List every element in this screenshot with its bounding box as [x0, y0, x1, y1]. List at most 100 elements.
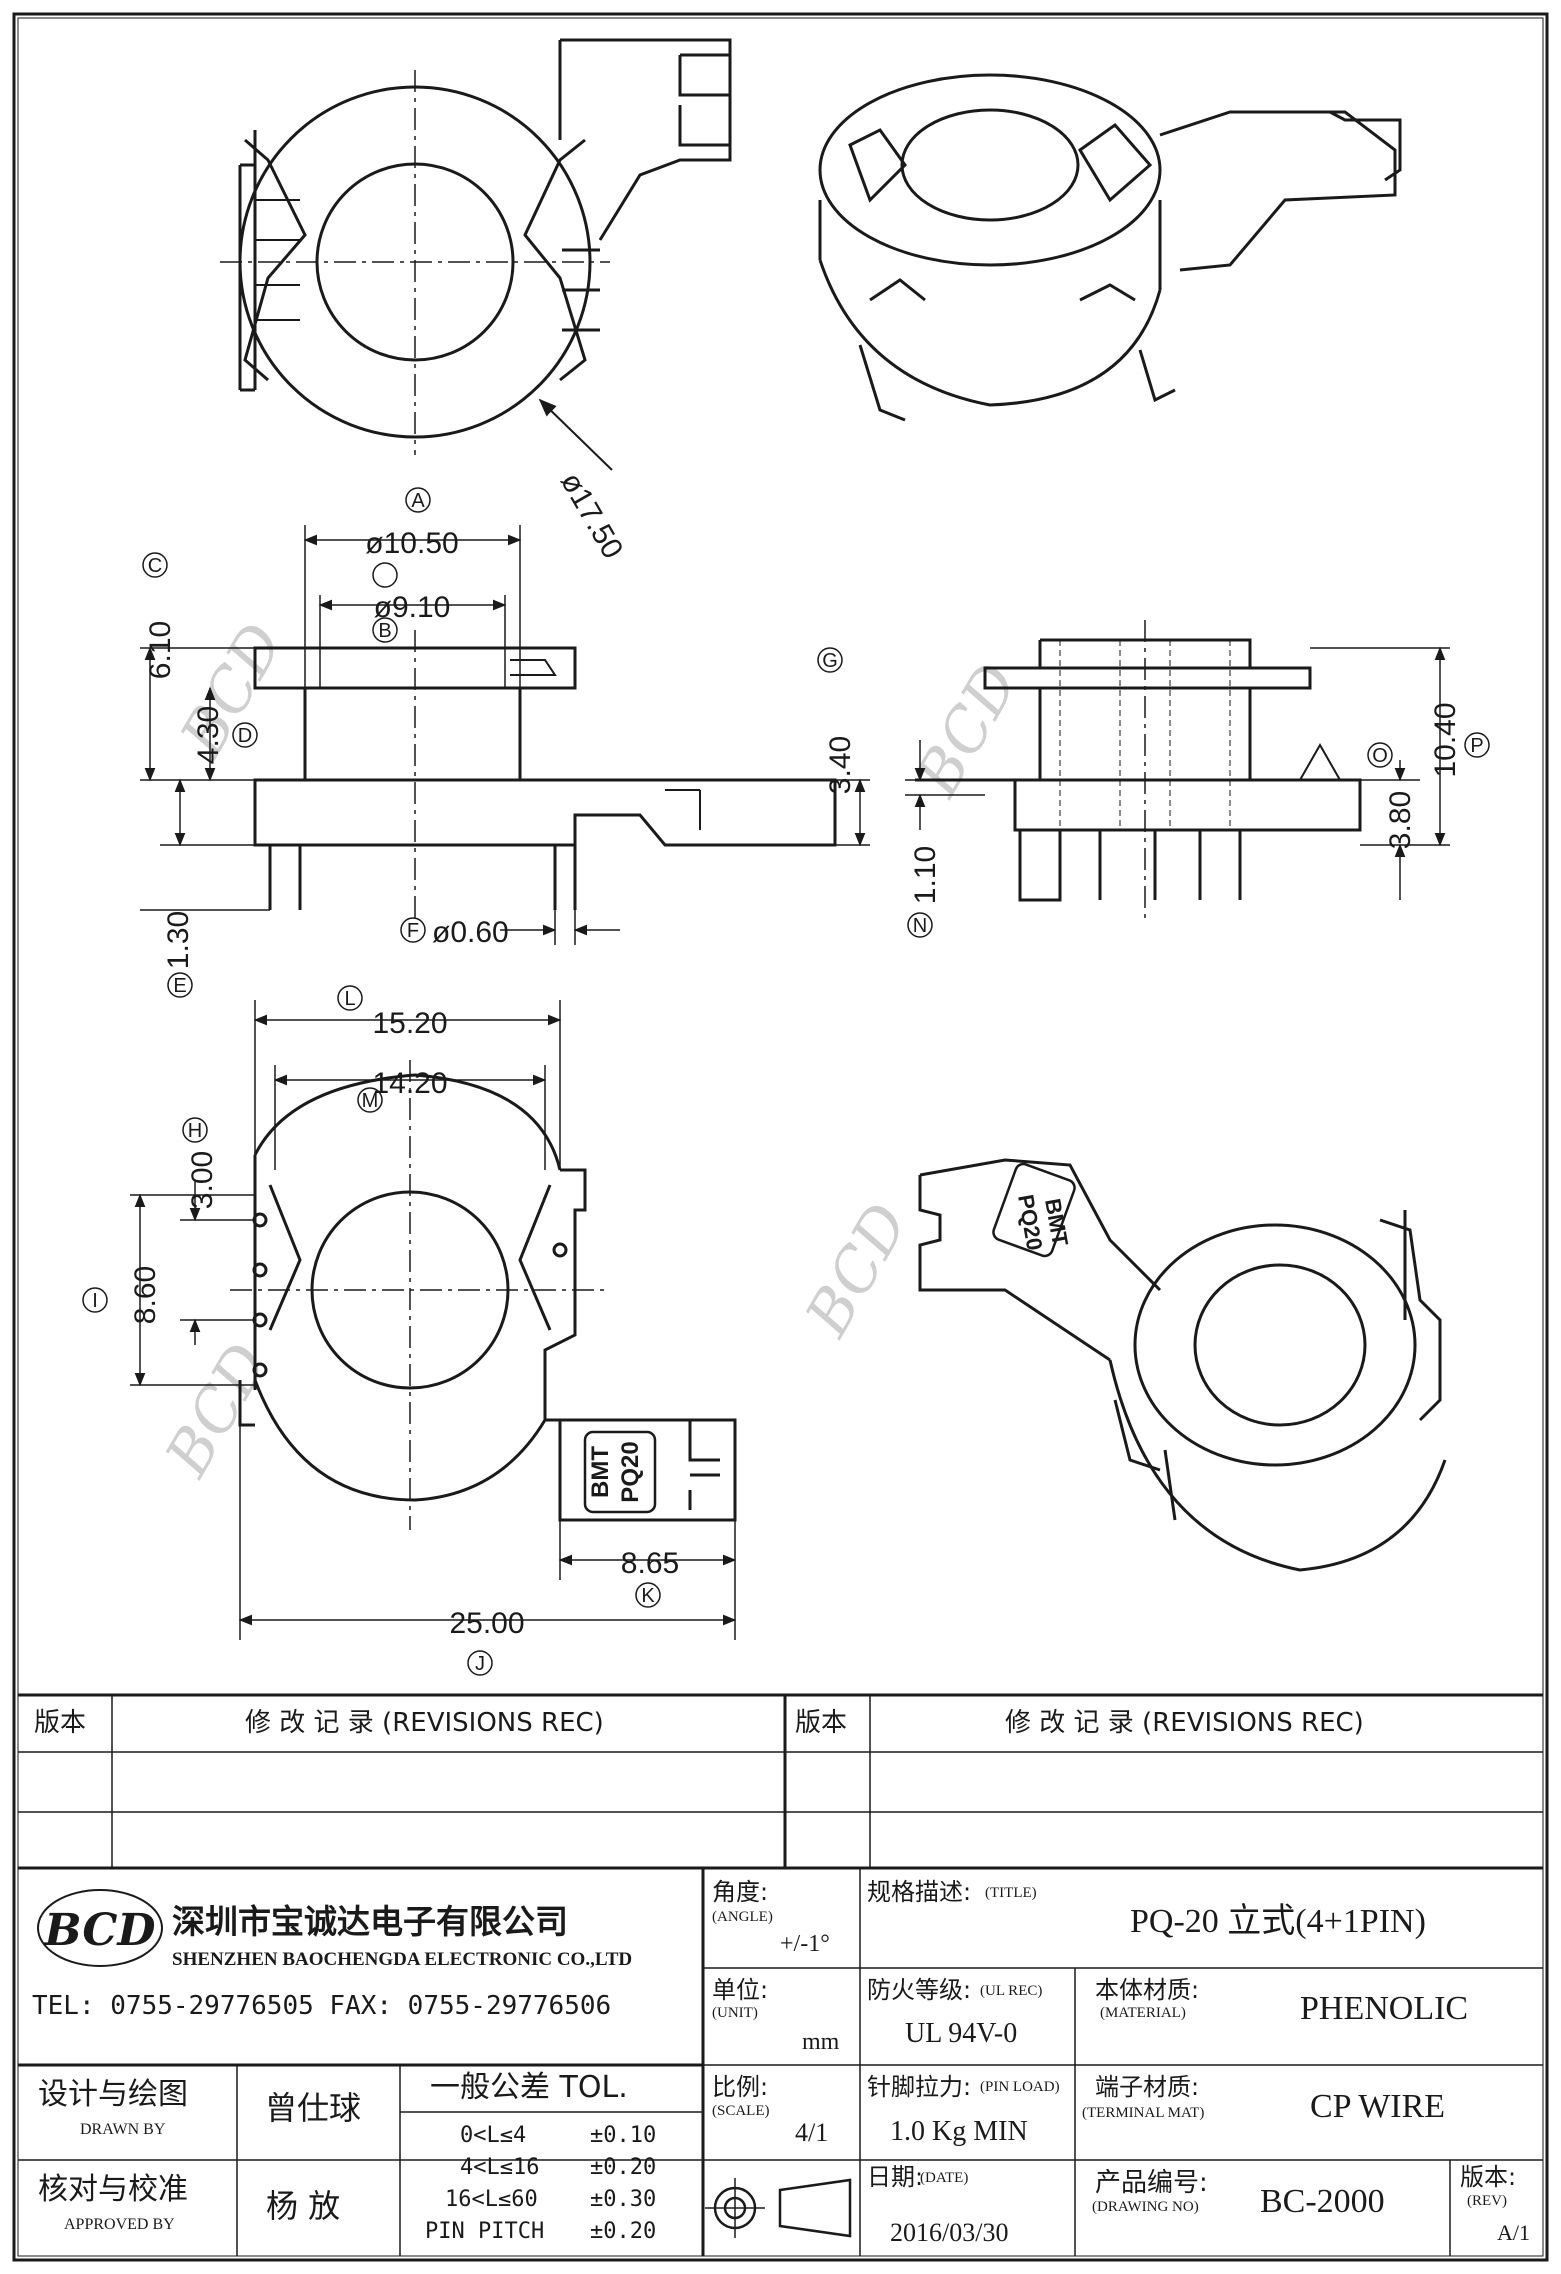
dim-leader-17-50 — [538, 398, 613, 471]
iso2-pins — [1379, 1210, 1442, 1422]
side-hidden-lines — [1059, 640, 1231, 830]
label-n-circle — [907, 912, 933, 938]
scale-label-en: (SCALE) — [712, 2103, 770, 2119]
ul-value: UL 94V-0 — [905, 2018, 1018, 2049]
date-label: 日期: — [867, 2163, 924, 2191]
terminal-value: CP WIRE — [1310, 2088, 1446, 2125]
left-pin-slots — [255, 199, 300, 321]
label-k-circle — [635, 1582, 661, 1608]
label-a: A — [411, 490, 425, 512]
company-phone: TEL: 0755-29776505 FAX: 0755-29776506 — [32, 1991, 612, 2021]
label-n: N — [913, 915, 927, 937]
watermark-text: BCD — [902, 652, 1033, 808]
unit-value: mm — [802, 2029, 840, 2055]
tab-slots — [678, 53, 730, 147]
label-c: C — [148, 555, 162, 577]
label-c-circle — [142, 552, 168, 578]
rev-label: 版本: — [1460, 2163, 1517, 2191]
top-detail — [510, 659, 557, 676]
dim-15-20: 15.20 — [372, 1007, 447, 1040]
front-pins — [268, 845, 577, 910]
pin-hole — [552, 1242, 568, 1258]
label-d-circle — [232, 722, 258, 748]
tol-range: PIN PITCH — [425, 2219, 545, 2244]
iso-view-top — [818, 73, 1402, 422]
label-p-circle — [1464, 732, 1490, 758]
bottom-dim-lines — [130, 1000, 737, 1640]
label-l: L — [344, 988, 355, 1010]
drawing-value: BC-2000 — [1260, 2183, 1385, 2220]
terminal-label-en: (TERMINAL MAT) — [1082, 2105, 1205, 2121]
label-b-circle — [372, 562, 398, 588]
label-m-circle — [357, 1087, 383, 1113]
outer-border — [12, 12, 1549, 2262]
watermark-text: BCD — [792, 1192, 923, 1348]
marking-line2: PQ20 — [617, 1441, 644, 1502]
tol-value: ±0.10 — [590, 2123, 657, 2148]
dim-10-40: 10.40 — [1429, 702, 1462, 777]
left-lobe — [243, 138, 307, 382]
core-walls — [303, 688, 522, 780]
iso-pins — [858, 344, 1176, 422]
bottom-tab — [543, 1168, 737, 1522]
label-f: F — [407, 920, 419, 942]
dim-4-30: 4.30 — [192, 706, 225, 764]
side-view — [915, 638, 1362, 902]
bottom-lobes — [268, 1184, 552, 1331]
right-pins — [562, 248, 600, 332]
drawn-label-en: DRAWN BY — [80, 2121, 166, 2138]
approved-value: 杨 放 — [266, 2187, 341, 2225]
watermark: BCD BCD BCD BCD — [152, 612, 1033, 1488]
bottom-view — [238, 1073, 737, 1522]
label-o: O — [1372, 745, 1388, 767]
drawing-label-en: (DRAWING NO) — [1092, 2199, 1199, 2215]
side-bottom-flange — [915, 778, 1362, 832]
bottom-centerlines — [230, 1060, 610, 1530]
label-i-circle — [82, 1287, 108, 1313]
approved-label-en: APPROVED BY — [64, 2216, 175, 2233]
marking-box: BMT PQ20 — [583, 1430, 657, 1514]
watermark-text: BCD — [152, 1332, 283, 1488]
bottom-flange — [253, 778, 837, 847]
drawn-value: 曾仕球 — [265, 2089, 362, 2127]
tol-value: ±0.20 — [590, 2155, 657, 2180]
label-a-circle — [405, 487, 431, 513]
iso2-lower-body — [1108, 1359, 1447, 1572]
pin-hole — [252, 1362, 268, 1378]
tol-range: 0<L≤4 — [460, 2123, 527, 2148]
side-top-flange — [983, 666, 1312, 690]
front-view — [253, 646, 837, 910]
side-top-cap — [1038, 638, 1252, 668]
tol-range: 4<L≤16 — [460, 2155, 540, 2180]
iso-tab — [1159, 110, 1397, 272]
title-label-en: (TITLE) — [985, 1885, 1037, 1901]
iso2-marking-box — [992, 1162, 1076, 1258]
dim-3-40: 3.40 — [824, 736, 857, 794]
tol-value: ±0.30 — [590, 2187, 657, 2212]
iso2-tab-top — [919, 1158, 1162, 1292]
rev-record-right: 修 改 记 录 (REVISIONS REC) — [1005, 1708, 1364, 1738]
rev-label-right: 版本 — [795, 1708, 848, 1738]
label-g-circle — [817, 647, 843, 673]
dim-3-00: 3.00 — [186, 1151, 219, 1209]
label-g: G — [822, 650, 838, 672]
angle-value: +/-1° — [780, 1931, 830, 1957]
label-i: I — [92, 1290, 98, 1312]
side-pins — [1018, 830, 1242, 902]
terminal-tab-outline — [560, 38, 732, 241]
dim-17-50: ø17.50 — [554, 467, 629, 564]
dim-1-10: 1.10 — [909, 846, 942, 904]
iso-view-bottom: BMT PQ20 — [918, 1158, 1447, 1572]
iso-body-sides — [818, 200, 1162, 290]
material-value: PHENOLIC — [1300, 1990, 1469, 2027]
label-f-circle — [400, 917, 426, 943]
label-b: B — [378, 620, 391, 642]
unit-label: 单位: — [712, 1976, 769, 2004]
label-e-circle — [167, 972, 193, 998]
date-label-en: (DATE) — [920, 2170, 969, 2186]
iso-notches — [869, 278, 1136, 302]
label-d: D — [238, 725, 252, 747]
tol-value: ±0.20 — [590, 2219, 657, 2244]
label-p: P — [1470, 735, 1483, 757]
dim-10-50: ø10.50 — [365, 527, 458, 560]
